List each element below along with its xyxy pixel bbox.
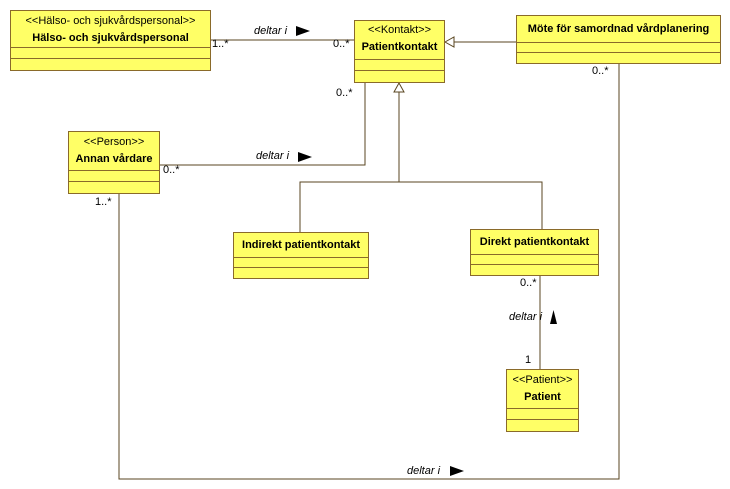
class-halso-och-sjukvardspersonal[interactable]: <<Hälso- och sjukvårdspersonal>> Hälso- … <box>10 10 211 71</box>
class-mote-for-samordnad-vardplanering[interactable]: Möte för samordnad vårdplanering <box>516 15 721 64</box>
class-indirekt-patientkontakt[interactable]: Indirekt patientkontakt <box>233 232 369 279</box>
attribute-compartment <box>507 409 578 420</box>
class-patient[interactable]: <<Patient>> Patient <box>506 369 579 432</box>
direction-arrow-icon <box>450 466 464 476</box>
attribute-compartment <box>517 43 720 53</box>
class-name: Direkt patientkontakt <box>479 236 590 248</box>
class-name: Annan vårdare <box>75 153 153 165</box>
operation-compartment <box>355 71 444 82</box>
association-person-kontakt <box>160 83 366 166</box>
class-name: Indirekt patientkontakt <box>242 239 360 251</box>
multiplicity-label: 0..* <box>336 87 353 99</box>
stereotype-label: <<Person>> <box>83 136 145 148</box>
multiplicity-label: 0..* <box>520 277 537 289</box>
multiplicity-label: 0..* <box>163 164 180 176</box>
attribute-compartment <box>355 60 444 71</box>
operation-compartment <box>69 182 159 193</box>
multiplicity-label: 1..* <box>212 38 229 50</box>
association-person-mote <box>118 64 620 480</box>
association-label: deltar i <box>254 25 288 37</box>
direction-arrow-icon <box>550 310 557 324</box>
stereotype-label: <<Kontakt>> <box>368 24 431 36</box>
class-name: Hälso- och sjukvårdspersonal <box>32 32 189 44</box>
operation-compartment <box>517 53 720 63</box>
association-label: deltar i <box>256 150 290 162</box>
direction-arrow-icon <box>296 26 310 36</box>
class-direkt-patientkontakt[interactable]: Direkt patientkontakt <box>470 229 599 276</box>
multiplicity-label: 0..* <box>333 38 350 50</box>
operation-compartment <box>11 59 210 70</box>
operation-compartment <box>234 268 368 278</box>
association-label: deltar i <box>407 465 441 477</box>
attribute-compartment <box>471 255 598 265</box>
stereotype-label: <<Patient>> <box>512 374 573 386</box>
class-annan-vardare[interactable]: <<Person>> Annan vårdare <box>68 131 160 194</box>
multiplicity-label: 1 <box>525 354 532 366</box>
multiplicity-label: 0..* <box>592 65 609 77</box>
class-name: Patient <box>524 391 561 403</box>
operation-compartment <box>507 420 578 431</box>
attribute-compartment <box>11 48 210 59</box>
class-patientkontakt[interactable]: <<Kontakt>> Patientkontakt <box>354 20 445 83</box>
stereotype-label: <<Hälso- och sjukvårdspersonal>> <box>25 15 196 27</box>
operation-compartment <box>471 265 598 275</box>
multiplicity-label: 1..* <box>95 196 112 208</box>
generalization-arrowhead-tree <box>393 81 405 93</box>
attribute-compartment <box>69 171 159 182</box>
association-label: deltar i <box>509 311 543 323</box>
generalization-tree <box>299 181 543 232</box>
attribute-compartment <box>234 258 368 268</box>
generalization-arrowhead-mote <box>443 36 455 48</box>
class-name: Möte för samordnad vårdplanering <box>527 23 710 35</box>
direction-arrow-icon <box>298 152 312 162</box>
class-name: Patientkontakt <box>361 41 438 53</box>
